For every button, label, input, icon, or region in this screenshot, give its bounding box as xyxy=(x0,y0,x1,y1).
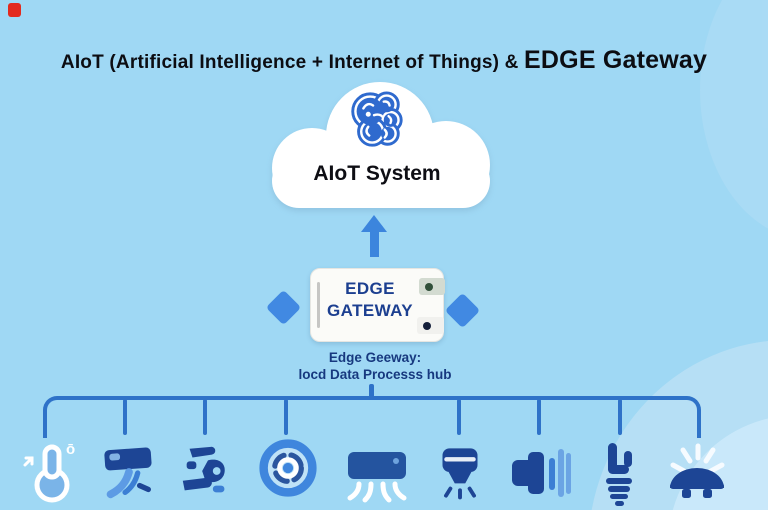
device-temperature-sensor: ō xyxy=(18,441,82,507)
device-ceiling-light xyxy=(432,441,496,505)
green-led-port xyxy=(419,278,445,295)
device-smart-lamp xyxy=(664,441,728,505)
title-emphasis: EDGE Gateway xyxy=(524,46,708,74)
connector-drop-line xyxy=(203,399,207,435)
gateway-label-line1: EDGE xyxy=(345,279,395,298)
up-arrow-icon xyxy=(361,215,387,232)
device-bus-line xyxy=(43,396,701,438)
gateway-bus-connector xyxy=(369,384,374,398)
speaker-sound-icon xyxy=(512,449,571,497)
caption-line1: Edge Geeway: xyxy=(328,350,422,365)
air-conditioner-airflow-icon xyxy=(104,447,152,499)
thermometer-icon xyxy=(23,444,70,503)
thermometer-degree-mark: ō xyxy=(66,441,76,458)
dark-led-icon xyxy=(423,321,431,330)
device-smart-device xyxy=(176,441,240,505)
abstract-glyph-icon xyxy=(182,446,225,493)
gateway-label-line2: GATEWAY xyxy=(327,301,413,320)
left-diamond-icon xyxy=(265,289,302,326)
caption-line2: locd Data Processs hub xyxy=(298,367,452,382)
gateway-label: EDGE GATEWAY xyxy=(322,278,418,322)
device-smart-speaker xyxy=(508,444,572,508)
right-diamond-icon xyxy=(444,292,481,329)
page-title: AIoT (Artificial Intelligence + Internet… xyxy=(0,46,768,75)
ac-unit-airflow-icon xyxy=(347,452,407,503)
device-hvac-unit xyxy=(344,446,408,510)
connector-drop-line xyxy=(284,399,288,435)
connector-drop-line xyxy=(457,399,461,435)
device-smart-bulb xyxy=(596,440,660,506)
device-camera-lens xyxy=(258,438,322,502)
device-air-conditioner xyxy=(97,441,161,505)
screw-bulb-icon xyxy=(606,443,632,506)
connector-drop-line xyxy=(537,399,541,435)
ai-brain-icon xyxy=(351,91,403,147)
gateway-caption: Edge Geeway: locd Data Processs hub xyxy=(275,349,475,383)
green-led-icon xyxy=(425,282,433,291)
up-arrow-shaft xyxy=(370,231,379,257)
connector-drop-line xyxy=(123,399,127,435)
background-swirl xyxy=(700,0,768,240)
concentric-lens-icon xyxy=(259,439,317,497)
title-regular: AIoT (Artificial Intelligence + Internet… xyxy=(60,52,525,73)
red-marker xyxy=(8,3,21,17)
ceiling-light-icon xyxy=(442,448,478,500)
gateway-vent-line xyxy=(317,282,320,328)
connector-drop-line xyxy=(618,399,622,435)
dome-lamp-rays-icon xyxy=(670,443,725,498)
dark-led-port xyxy=(417,317,444,334)
cloud-label: AIoT System xyxy=(313,162,441,185)
